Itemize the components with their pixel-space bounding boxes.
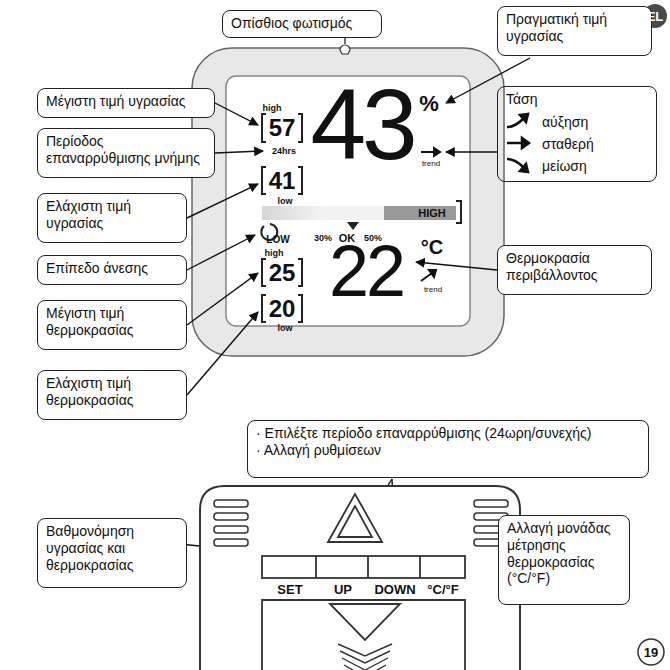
hanging-notch [328,494,382,542]
callout-text: Μέγιστη τιμή θερμοκρασίας [46,305,178,339]
callout-text: Επίπεδο άνεσης [46,260,178,277]
display-label: DOWN [374,583,415,596]
display-label: low [278,324,293,333]
display-label: HIGH [418,208,446,219]
callout-text: Τάση [506,91,648,111]
display-label: UP [334,583,352,596]
vent-slot [214,500,248,507]
device-housing [192,48,504,356]
callout-text: Αλλαγή μονάδας μέτρησης θερμοκρασίας (°C… [507,520,621,587]
callout-text: Ελάχιστη τιμή θερμοκρασίας [46,375,178,409]
callout-box: Μέγιστη τιμή υγρασίας [37,88,215,118]
display-label: trend [424,286,442,294]
callout-box: Βαθμονόμηση υγρασίας και θερμοκρασίας [37,518,187,588]
callout-text: Πραγματική τιμή υγρασίας [506,11,643,45]
callout-text: σταθερή [506,133,648,155]
callout-text: αύξηση [506,111,648,133]
display-label: high [265,249,284,258]
grip-ridge [344,665,386,670]
backlight-bulb [340,38,350,54]
vent-slot [214,513,248,520]
device-back [200,486,520,670]
callout-box: Περίοδος επαναρρύθμισης μνήμης [37,128,215,178]
display-label: LOW [266,235,289,245]
vent-slot [214,539,248,546]
display-label: 24hrs [272,147,296,156]
display-label: SET [277,583,302,596]
callout-box: Θερμοκρασία περιβάλλοντος [497,245,652,295]
callout-box: Τάσηαύξησησταθερήμείωση [497,86,657,182]
callout-text: Θερμοκρασία περιβάλλοντος [506,250,643,284]
callout-text: Βαθμονόμηση υγρασίας και θερμοκρασίας [46,523,178,573]
display-label: trend [422,160,440,168]
button-strip [262,556,465,578]
battery-cover [262,600,465,670]
callout-text: · Αλλαγή ρυθμίσεων [256,442,640,459]
display-label: high [263,104,282,113]
display-label: low [278,197,293,206]
vent-slots [214,500,508,546]
grip-ridges [338,644,392,670]
vent-slot [474,500,508,507]
callout-box: Μέγιστη τιμή θερμοκρασίας [37,300,187,350]
display-label: 22 [329,235,403,307]
callout-text: · Επιλέξτε περίοδο επαναρρύθμισης (24ωρη… [256,425,640,442]
callout-box: · Επιλέξτε περίοδο επαναρρύθμισης (24ωρη… [247,420,649,478]
display-label: % [419,93,439,115]
display-label: °C [421,237,443,257]
display-label: 19 [644,646,658,659]
display-label: EL [647,10,664,23]
callout-text: Περίοδος επαναρρύθμισης μνήμης [46,133,206,167]
callout-box: Επίπεδο άνεσης [37,255,187,285]
callout-text: μείωση [506,155,648,177]
callout-box: Πραγματική τιμή υγρασίας [497,6,652,56]
display-label: 25 [269,261,296,285]
display-label: 57 [269,116,296,140]
display-label: °C/°F [427,583,458,596]
callout-text: Ελάχιστη τιμή υγρασίας [46,198,178,232]
display-label: 20 [269,297,296,321]
callout-box: Ελάχιστη τιμή θερμοκρασίας [37,370,187,420]
callout-box: Ελάχιστη τιμή υγρασίας [37,193,187,243]
callout-box: Αλλαγή μονάδας μέτρησης θερμοκρασίας (°C… [498,515,630,605]
callout-text: Οπίσθιος φωτισμός [231,15,373,32]
display-label: 41 [269,169,296,193]
callout-box: Οπίσθιος φωτισμός [222,10,382,38]
display-label: 43 [310,74,413,174]
trend-legend-icons [507,114,529,172]
page-badge [638,639,664,665]
vent-slot [214,526,248,533]
callout-text: Μέγιστη τιμή υγρασίας [46,93,206,110]
